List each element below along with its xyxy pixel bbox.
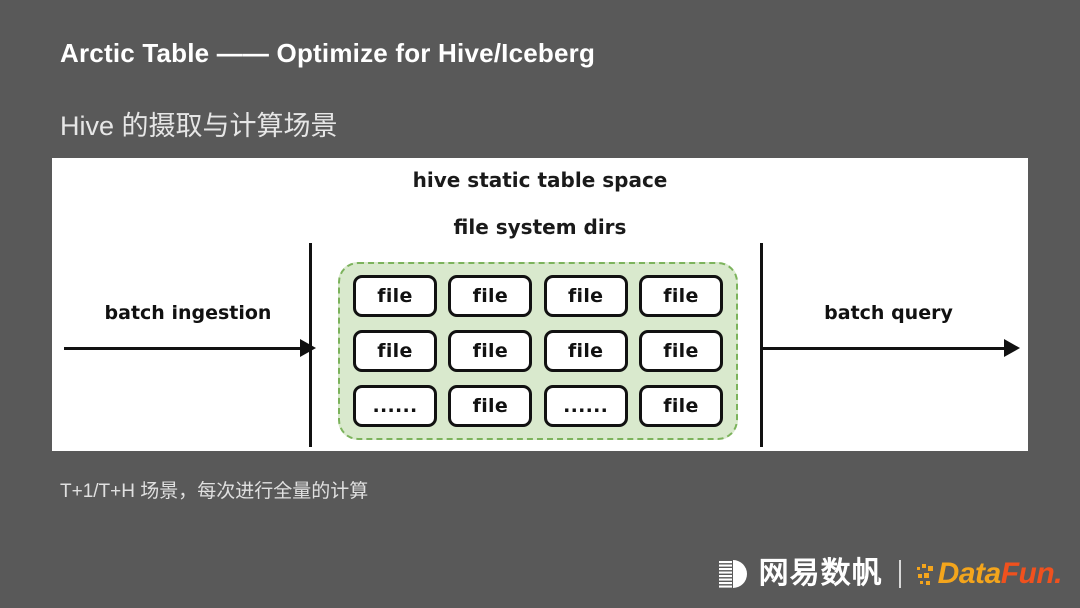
datafun-logo: DataFun. — [916, 557, 1063, 590]
file-box: file — [353, 330, 437, 372]
slide-caption: T+1/T+H 场景，每次进行全量的计算 — [60, 481, 369, 502]
datafun-fun-text: Fun. — [1000, 557, 1063, 590]
file-box: ...... — [543, 385, 628, 427]
file-row: ...... file ...... file — [353, 385, 723, 427]
page-title: Arctic Table —— Optimize for Hive/Iceber… — [60, 38, 596, 68]
arrow-head-icon — [300, 339, 316, 357]
file-row: file file file file — [353, 275, 723, 317]
file-box: file — [448, 275, 533, 317]
file-box: file — [638, 330, 723, 372]
netease-logo-icon — [718, 560, 747, 588]
arrow-line — [761, 347, 1016, 350]
page-subtitle: Hive 的摄取与计算场景 — [60, 111, 338, 141]
netease-logo-text: 网易数帆 — [758, 557, 883, 590]
file-box: file — [543, 275, 628, 317]
datafun-dots-icon — [916, 564, 933, 585]
file-box: file — [638, 275, 723, 317]
datafun-data-text: Data — [937, 557, 1002, 590]
batch-query-arrow: batch query — [761, 302, 1020, 362]
file-system-dirs-container: file file file file file file file file … — [338, 262, 738, 440]
arrow-head-icon — [1004, 339, 1020, 357]
logo-divider — [898, 560, 901, 588]
diagram-heading-secondary: file system dirs — [453, 215, 627, 239]
file-box: file — [448, 330, 533, 372]
file-box: file — [353, 275, 437, 317]
diagram-panel: hive static table space file system dirs… — [52, 158, 1028, 451]
batch-ingestion-arrow: batch ingestion — [64, 302, 316, 362]
file-box: file — [543, 330, 628, 372]
footer-logos: 网易数帆 DataFun. — [718, 550, 1063, 598]
file-row: file file file file — [353, 330, 723, 372]
batch-ingestion-label: batch ingestion — [104, 302, 272, 324]
file-box: ...... — [353, 385, 437, 427]
batch-query-label: batch query — [824, 302, 953, 324]
datafun-logo-text: DataFun. — [937, 557, 1063, 590]
diagram-heading-primary: hive static table space — [412, 168, 668, 192]
boundary-line-right — [760, 243, 763, 447]
file-box: file — [638, 385, 723, 427]
file-box: file — [448, 385, 533, 427]
arrow-line — [64, 347, 312, 350]
